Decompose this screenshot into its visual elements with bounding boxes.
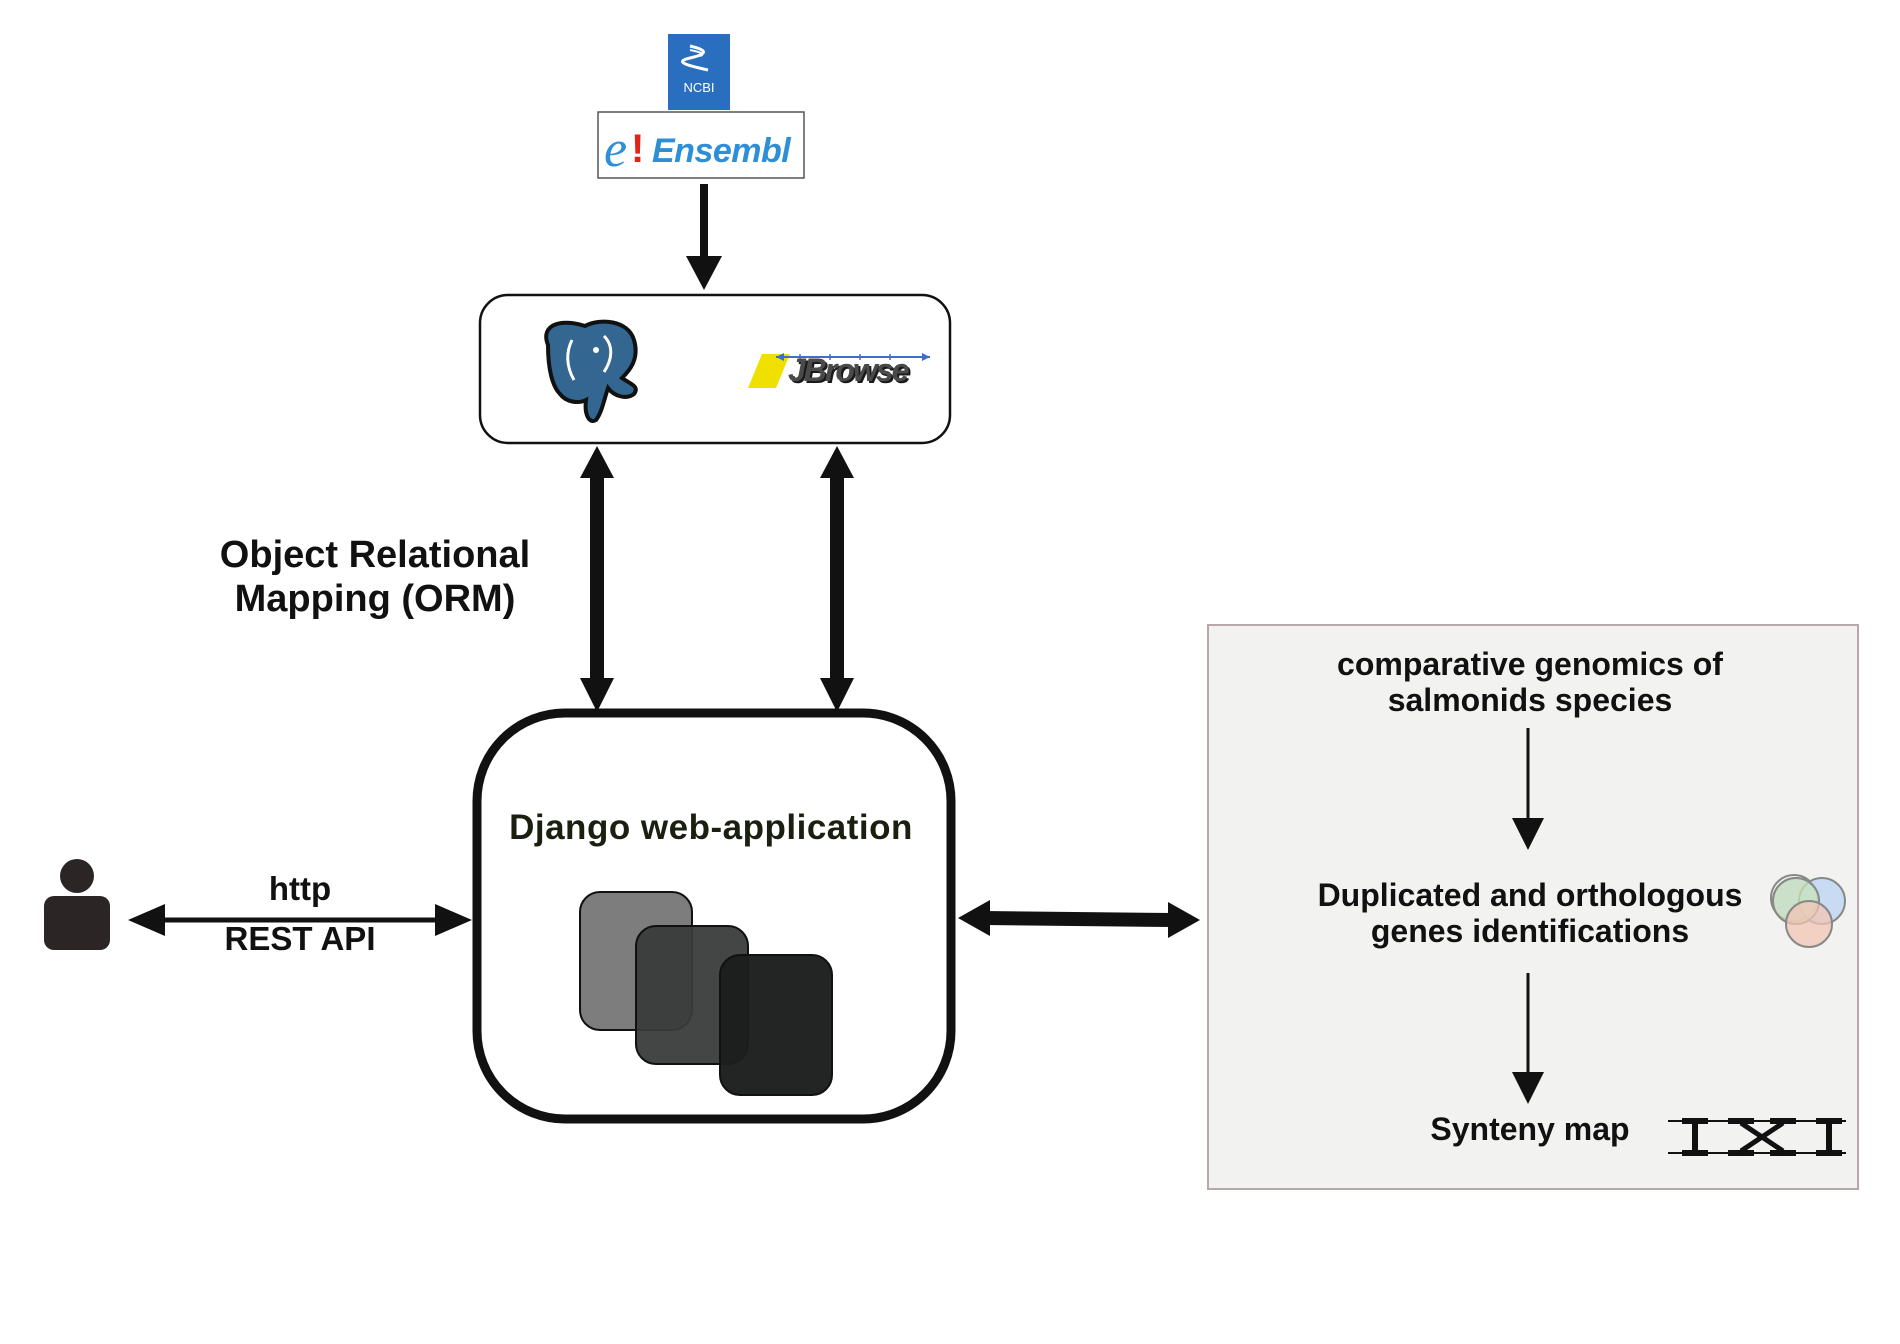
jbrowse-label: JBrowse (788, 352, 909, 388)
venn-diagram-icon (1770, 874, 1846, 948)
arrow-step2-to-step3 (1512, 973, 1544, 1104)
svg-text:e: e (604, 121, 627, 178)
synteny-icon (1668, 1118, 1846, 1156)
postgresql-elephant-icon (544, 319, 638, 423)
ncbi-logo (668, 34, 730, 110)
pipeline-step-synteny-map: Synteny map (1430, 1111, 1630, 1147)
pipeline-panel (1207, 624, 1859, 1190)
orm-label: Object Relational Mapping (ORM) (219, 534, 531, 620)
pipeline-step-gene-identification: Duplicated and orthologous genes identif… (1317, 877, 1743, 949)
http-label: http (268, 870, 332, 907)
arrow-app-to-pipeline (958, 900, 1200, 938)
arrow-http (128, 904, 472, 936)
svg-text:!: ! (631, 127, 644, 171)
pipeline-step-comparative-genomics: comparative genomics of salmonids specie… (1337, 646, 1723, 718)
jbrowse-logo (748, 353, 930, 388)
django-app-title: Django web-application (509, 808, 913, 847)
ensembl-logo: e ! (597, 111, 805, 179)
arrow-sources-to-storage (686, 184, 722, 290)
arrow-orm-right (820, 446, 854, 712)
ncbi-label: NCBI (683, 80, 715, 95)
rest-api-label: REST API (224, 920, 376, 957)
stacked-windows-icon (579, 891, 833, 1096)
arrow-orm-left (580, 446, 614, 712)
arrow-step1-to-step2 (1512, 728, 1544, 850)
ensembl-label: Ensembl (652, 132, 791, 170)
user-icon (44, 859, 110, 950)
